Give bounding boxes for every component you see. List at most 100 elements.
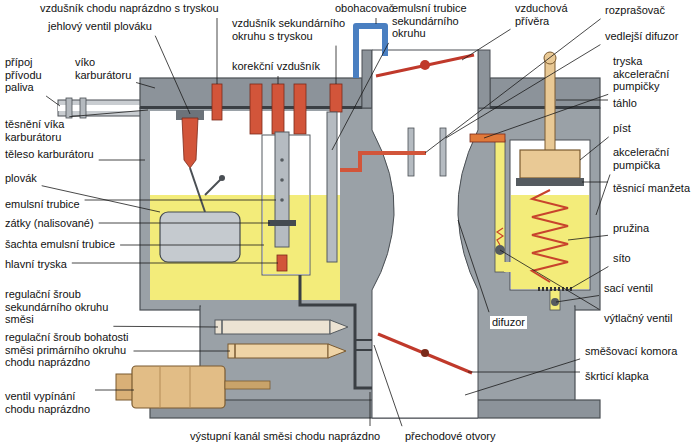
part-label: jehlový ventil plováku [48,20,152,33]
pump-channel [504,262,512,272]
leader-line [72,263,278,264]
valve-nut [116,374,134,400]
leader-line [582,182,608,183]
screw-tip [330,320,348,334]
float-arm [205,178,222,195]
leader-line [155,36,190,114]
part-label: emulsní trubice sekundárního okruhu [392,2,478,40]
leader-line [468,372,580,373]
choke-shaft [420,60,430,70]
leader-line [596,175,610,216]
part-label: difuzor [490,316,527,329]
mixing-chamber [372,50,478,418]
plug [268,220,296,226]
part-label: vzdušník chodu naprázdno s tryskou [40,2,219,15]
float-hinge [219,175,225,181]
leader-line [69,110,148,117]
carburetor-body [140,108,600,310]
part-label: regulační šroub bohatosti směsi primární… [5,331,130,369]
outlet-valve-spring [497,228,503,245]
emulsion-hole [280,198,284,202]
leader-line [120,245,264,246]
idle-cutoff-valve [132,366,225,408]
float-chamber [150,111,340,300]
pump-spring [532,190,568,282]
throttle-plate [378,334,472,373]
emulsion-hole [280,178,284,182]
secondary-venturi [440,128,446,176]
leader-line [332,43,389,150]
fuel [511,195,589,289]
transition-hole [355,349,372,351]
part-label: škrticí klapka [585,370,649,383]
part-label: síto [613,252,631,265]
screw-slot [221,320,223,334]
float-arm [190,168,205,212]
leader-line [374,345,402,426]
leader-line [568,267,608,291]
part-label: tryska akcelerační pumpičky [613,55,695,93]
valve-ridge [160,366,161,408]
fuel [150,195,340,300]
part-label: korekční vzdušník [232,60,320,73]
part-label: vzduchová přívěra [515,2,590,27]
adjusting-screw [215,320,330,334]
leader-line [462,29,511,60]
intake-channel [550,290,560,310]
spray-nozzle [340,153,426,170]
leader-line [336,46,337,84]
correction-air-jet [272,84,284,134]
throttle-shaft [421,349,429,357]
valve-pin [225,381,270,389]
leader-line [568,235,608,240]
main-jet [277,255,287,271]
part-label: hlavní tryska [5,258,67,271]
part-label: sací ventil [604,282,653,295]
air-horn-wall [362,50,372,108]
part-label: přechodové otvory [405,430,496,443]
enricher-tube [356,26,385,78]
part-label: vedlejší difuzor [605,30,678,43]
leader-line [46,96,60,106]
part-label: přípoj přívodu paliva [5,56,55,94]
part-label: regulační šroub sekundárního okruhu směs… [5,288,130,326]
choke-plate [376,55,474,76]
part-label: emulsní trubice [5,198,80,211]
transition-hole [355,339,372,341]
secondary-air-jet [330,84,342,112]
air-horn-wall [478,50,490,108]
pump-cylinder [510,140,590,290]
part-label: těsnicí manžeta [613,182,690,195]
air-jet [294,84,306,134]
pipe-ridge [66,98,72,118]
part-label: zátky (nalisované) [5,217,94,230]
leader-line [376,18,377,24]
part-label: ventil vypínání chodu naprázdno [5,390,100,415]
adjusting-screw [228,344,328,358]
leader-line [217,18,218,84]
sieve [538,287,574,291]
leader-line [458,220,489,312]
secondary-emulsion-tube [327,112,337,262]
screw-tip [328,344,346,358]
part-label: výtlačný ventil [604,312,672,325]
leader-line [99,223,270,224]
part-label: těsnění víka karburátoru [5,118,90,143]
needle-valve [182,118,198,168]
leader-line [580,137,609,160]
part-label: výstupní kanál směsi chodu naprázdno [190,430,380,443]
part-label: plovák [5,172,37,185]
air-jet [250,84,262,134]
part-label: obohacovač [335,2,394,15]
leader-line [556,100,608,101]
leader-line [425,19,601,153]
valve-ridge [190,366,191,408]
part-label: víko karburátoru [75,56,137,81]
part-label: táhlo [613,97,637,110]
part-label: rozprašovač [605,4,665,17]
leader-line [95,390,134,391]
part-label: šachta emulsní trubice [5,238,115,251]
leader-line [465,359,580,395]
emulsion-hole [280,158,284,162]
